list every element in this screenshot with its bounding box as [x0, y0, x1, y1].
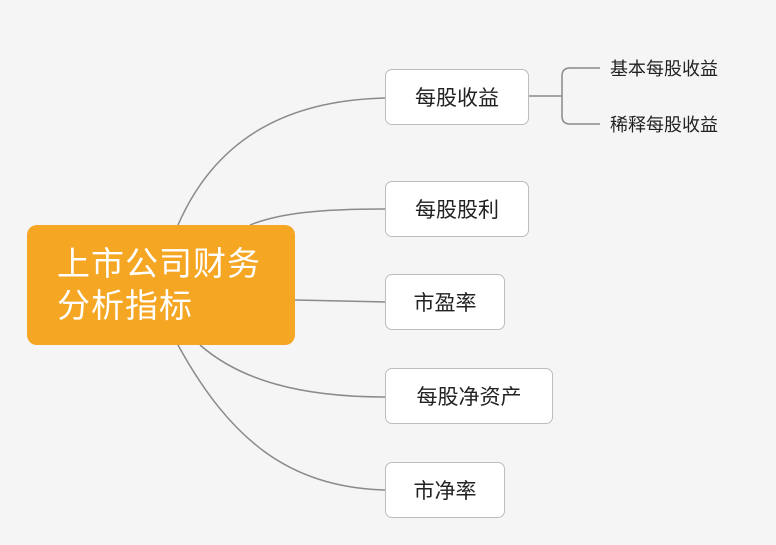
connector-root-to-dps	[249, 208, 387, 226]
connector-root-to-pe	[294, 299, 387, 303]
connector-root-to-pb	[177, 344, 387, 491]
branch-node-pb[interactable]: 市净率	[385, 462, 505, 518]
sub-node-diluted-eps[interactable]: 稀释每股收益	[610, 115, 718, 136]
branch-node-eps[interactable]: 每股收益	[385, 69, 529, 125]
connector-eps-bracket	[561, 67, 571, 125]
branch-node-pe[interactable]: 市盈率	[385, 274, 505, 330]
root-topic-line-2: 分析指标	[57, 286, 193, 325]
connector-root-to-navps	[199, 344, 387, 398]
sub-node-basic-eps[interactable]: 基本每股收益	[610, 59, 718, 80]
root-topic-line-1: 上市公司财务	[57, 244, 261, 283]
connector-root-to-eps	[177, 97, 387, 226]
branch-node-navps[interactable]: 每股净资产	[385, 368, 553, 424]
branch-node-dps[interactable]: 每股股利	[385, 181, 529, 237]
root-topic[interactable]: 上市公司财务 分析指标	[27, 225, 295, 345]
